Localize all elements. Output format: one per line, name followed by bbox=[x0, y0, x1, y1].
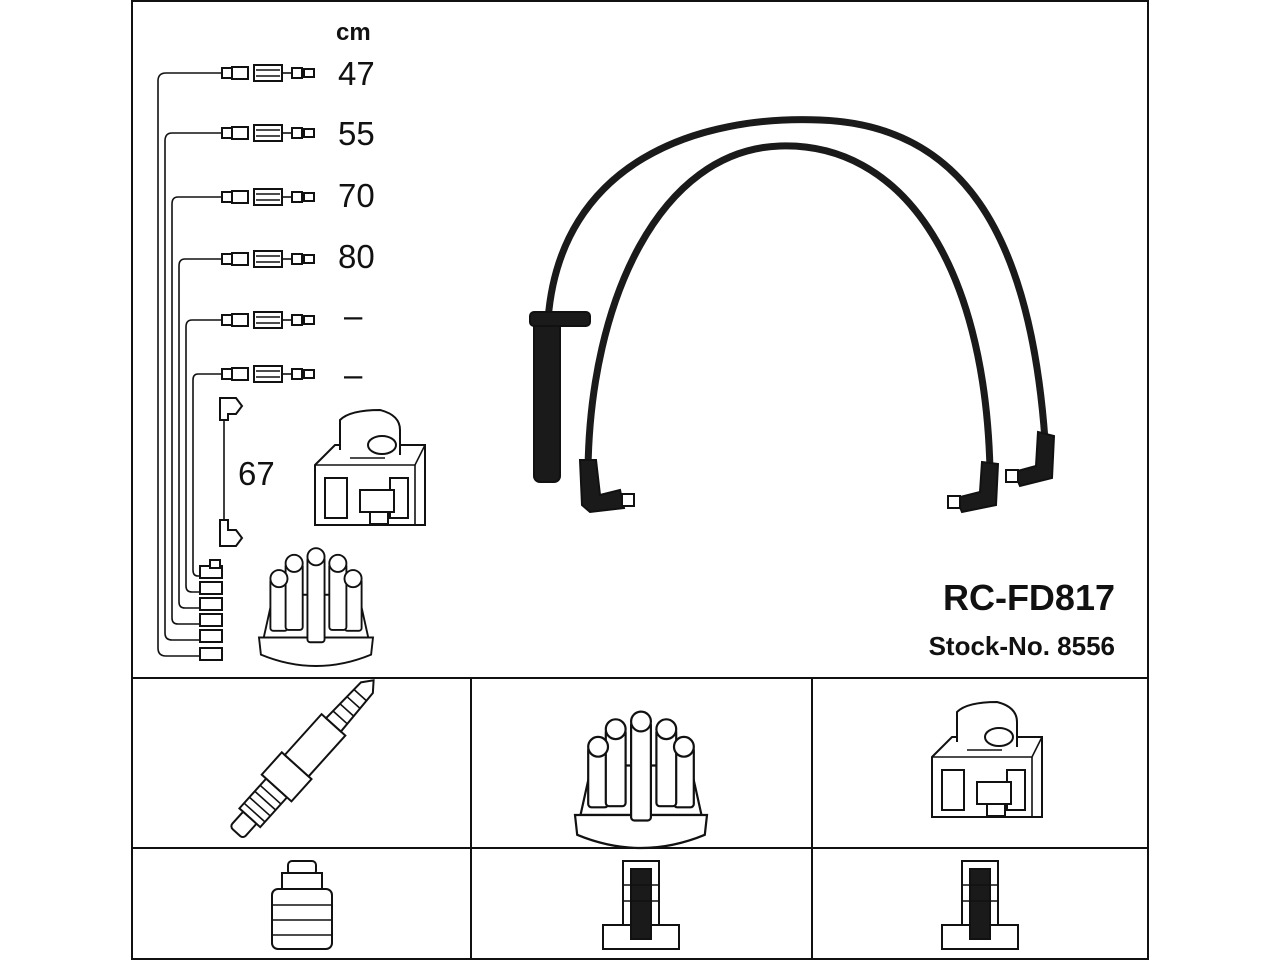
lead-4 bbox=[221, 250, 315, 268]
lead-length-6: – bbox=[344, 356, 363, 393]
cap-terminal-icon bbox=[602, 860, 680, 950]
unit-label: cm bbox=[336, 19, 371, 46]
coil-lead-length: 67 bbox=[238, 455, 275, 492]
lead-5 bbox=[221, 311, 315, 329]
diagram-frame bbox=[131, 0, 1149, 960]
lead-2 bbox=[221, 124, 315, 142]
spark-plug-icon bbox=[230, 679, 375, 838]
long-cables bbox=[529, 116, 1056, 514]
distributor-cap-icon bbox=[258, 547, 374, 667]
stock-number: Stock-No. 8556 bbox=[929, 631, 1115, 661]
coil-terminal-icon bbox=[941, 860, 1019, 950]
lead-length-3: 70 bbox=[338, 177, 375, 214]
lead-1 bbox=[221, 64, 315, 82]
ignition-coil-icon bbox=[314, 409, 426, 526]
coil-lead bbox=[219, 397, 244, 547]
lead-6 bbox=[221, 365, 315, 383]
plug-terminal-icon bbox=[271, 860, 333, 950]
lead-bundle bbox=[157, 72, 222, 657]
distributor-cap-icon bbox=[573, 710, 709, 850]
lead-length-5: – bbox=[344, 297, 363, 334]
lead-length-2: 55 bbox=[338, 115, 375, 152]
part-code: RC-FD817 bbox=[943, 577, 1115, 618]
distributor-terminals bbox=[199, 559, 223, 661]
ignition-coil-icon bbox=[931, 701, 1043, 818]
lead-length-4: 80 bbox=[338, 238, 375, 275]
lead-length-1: 47 bbox=[338, 55, 375, 92]
lead-3 bbox=[221, 188, 315, 206]
